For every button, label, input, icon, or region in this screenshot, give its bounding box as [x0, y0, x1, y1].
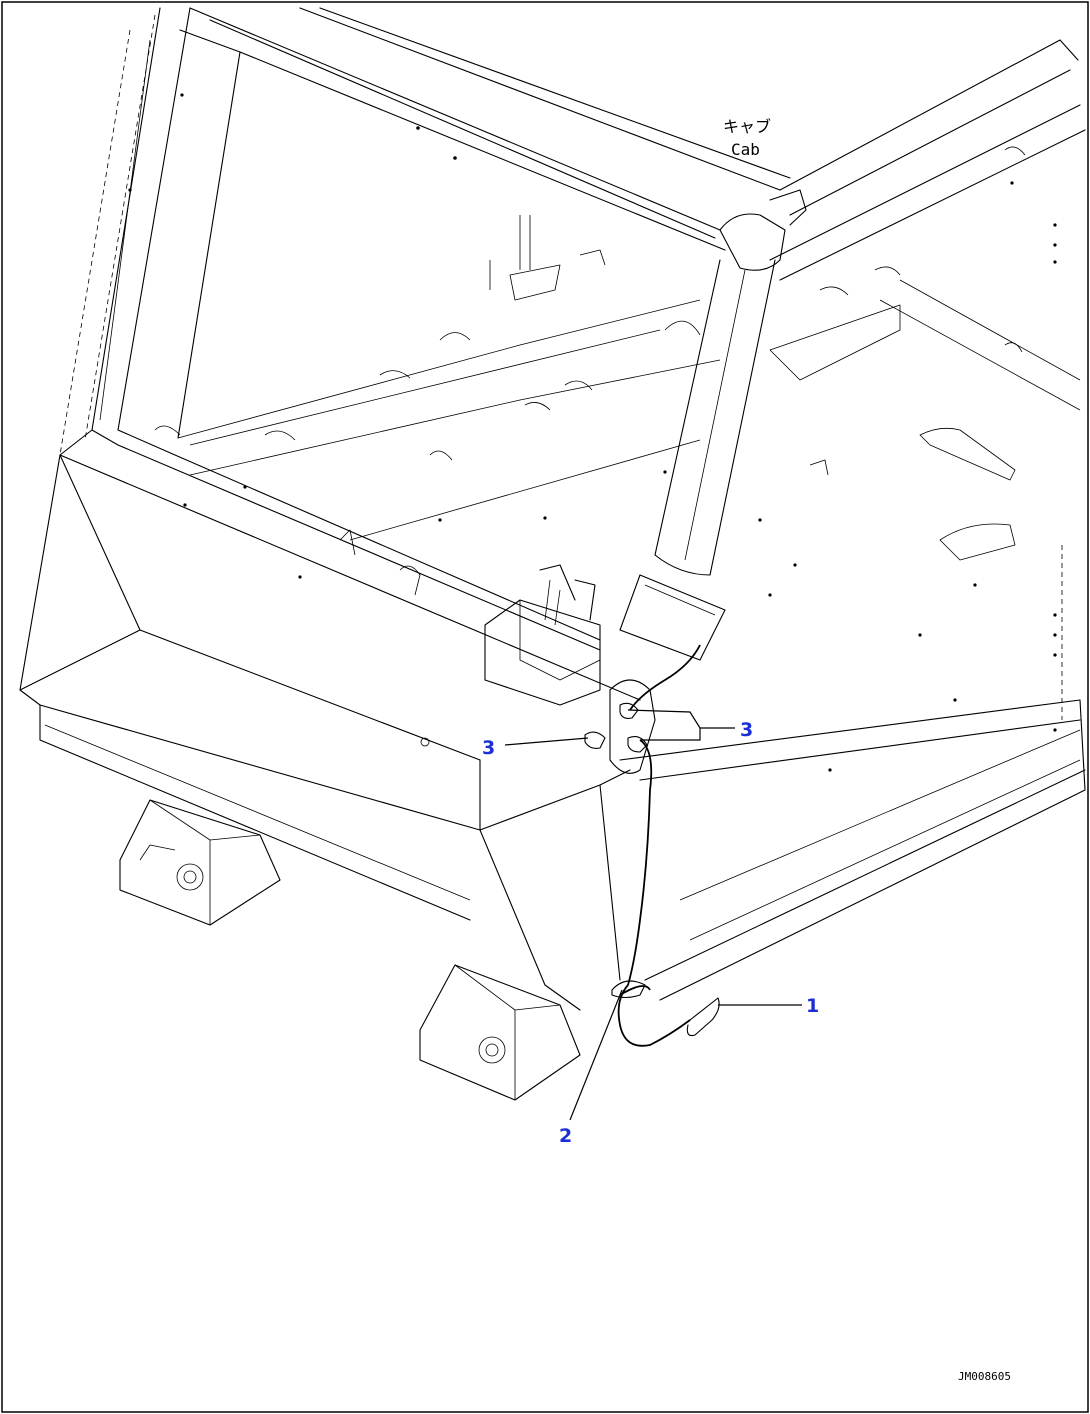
callout-3-right: 3 [740, 719, 753, 741]
cab-structure [19, 7, 1086, 1101]
cab-label-jp: キャブ [723, 117, 771, 136]
callout-2: 2 [559, 1125, 572, 1147]
leader-lines [504, 709, 802, 1121]
hardware-marks [128, 93, 1057, 772]
callout-1: 1 [806, 995, 819, 1017]
cab-label-en: Cab [731, 140, 760, 159]
callout-3-left: 3 [482, 737, 495, 759]
drawing-code: JM008605 [958, 1370, 1011, 1383]
wire-harness [611, 644, 720, 1047]
clip-marks [584, 702, 648, 753]
